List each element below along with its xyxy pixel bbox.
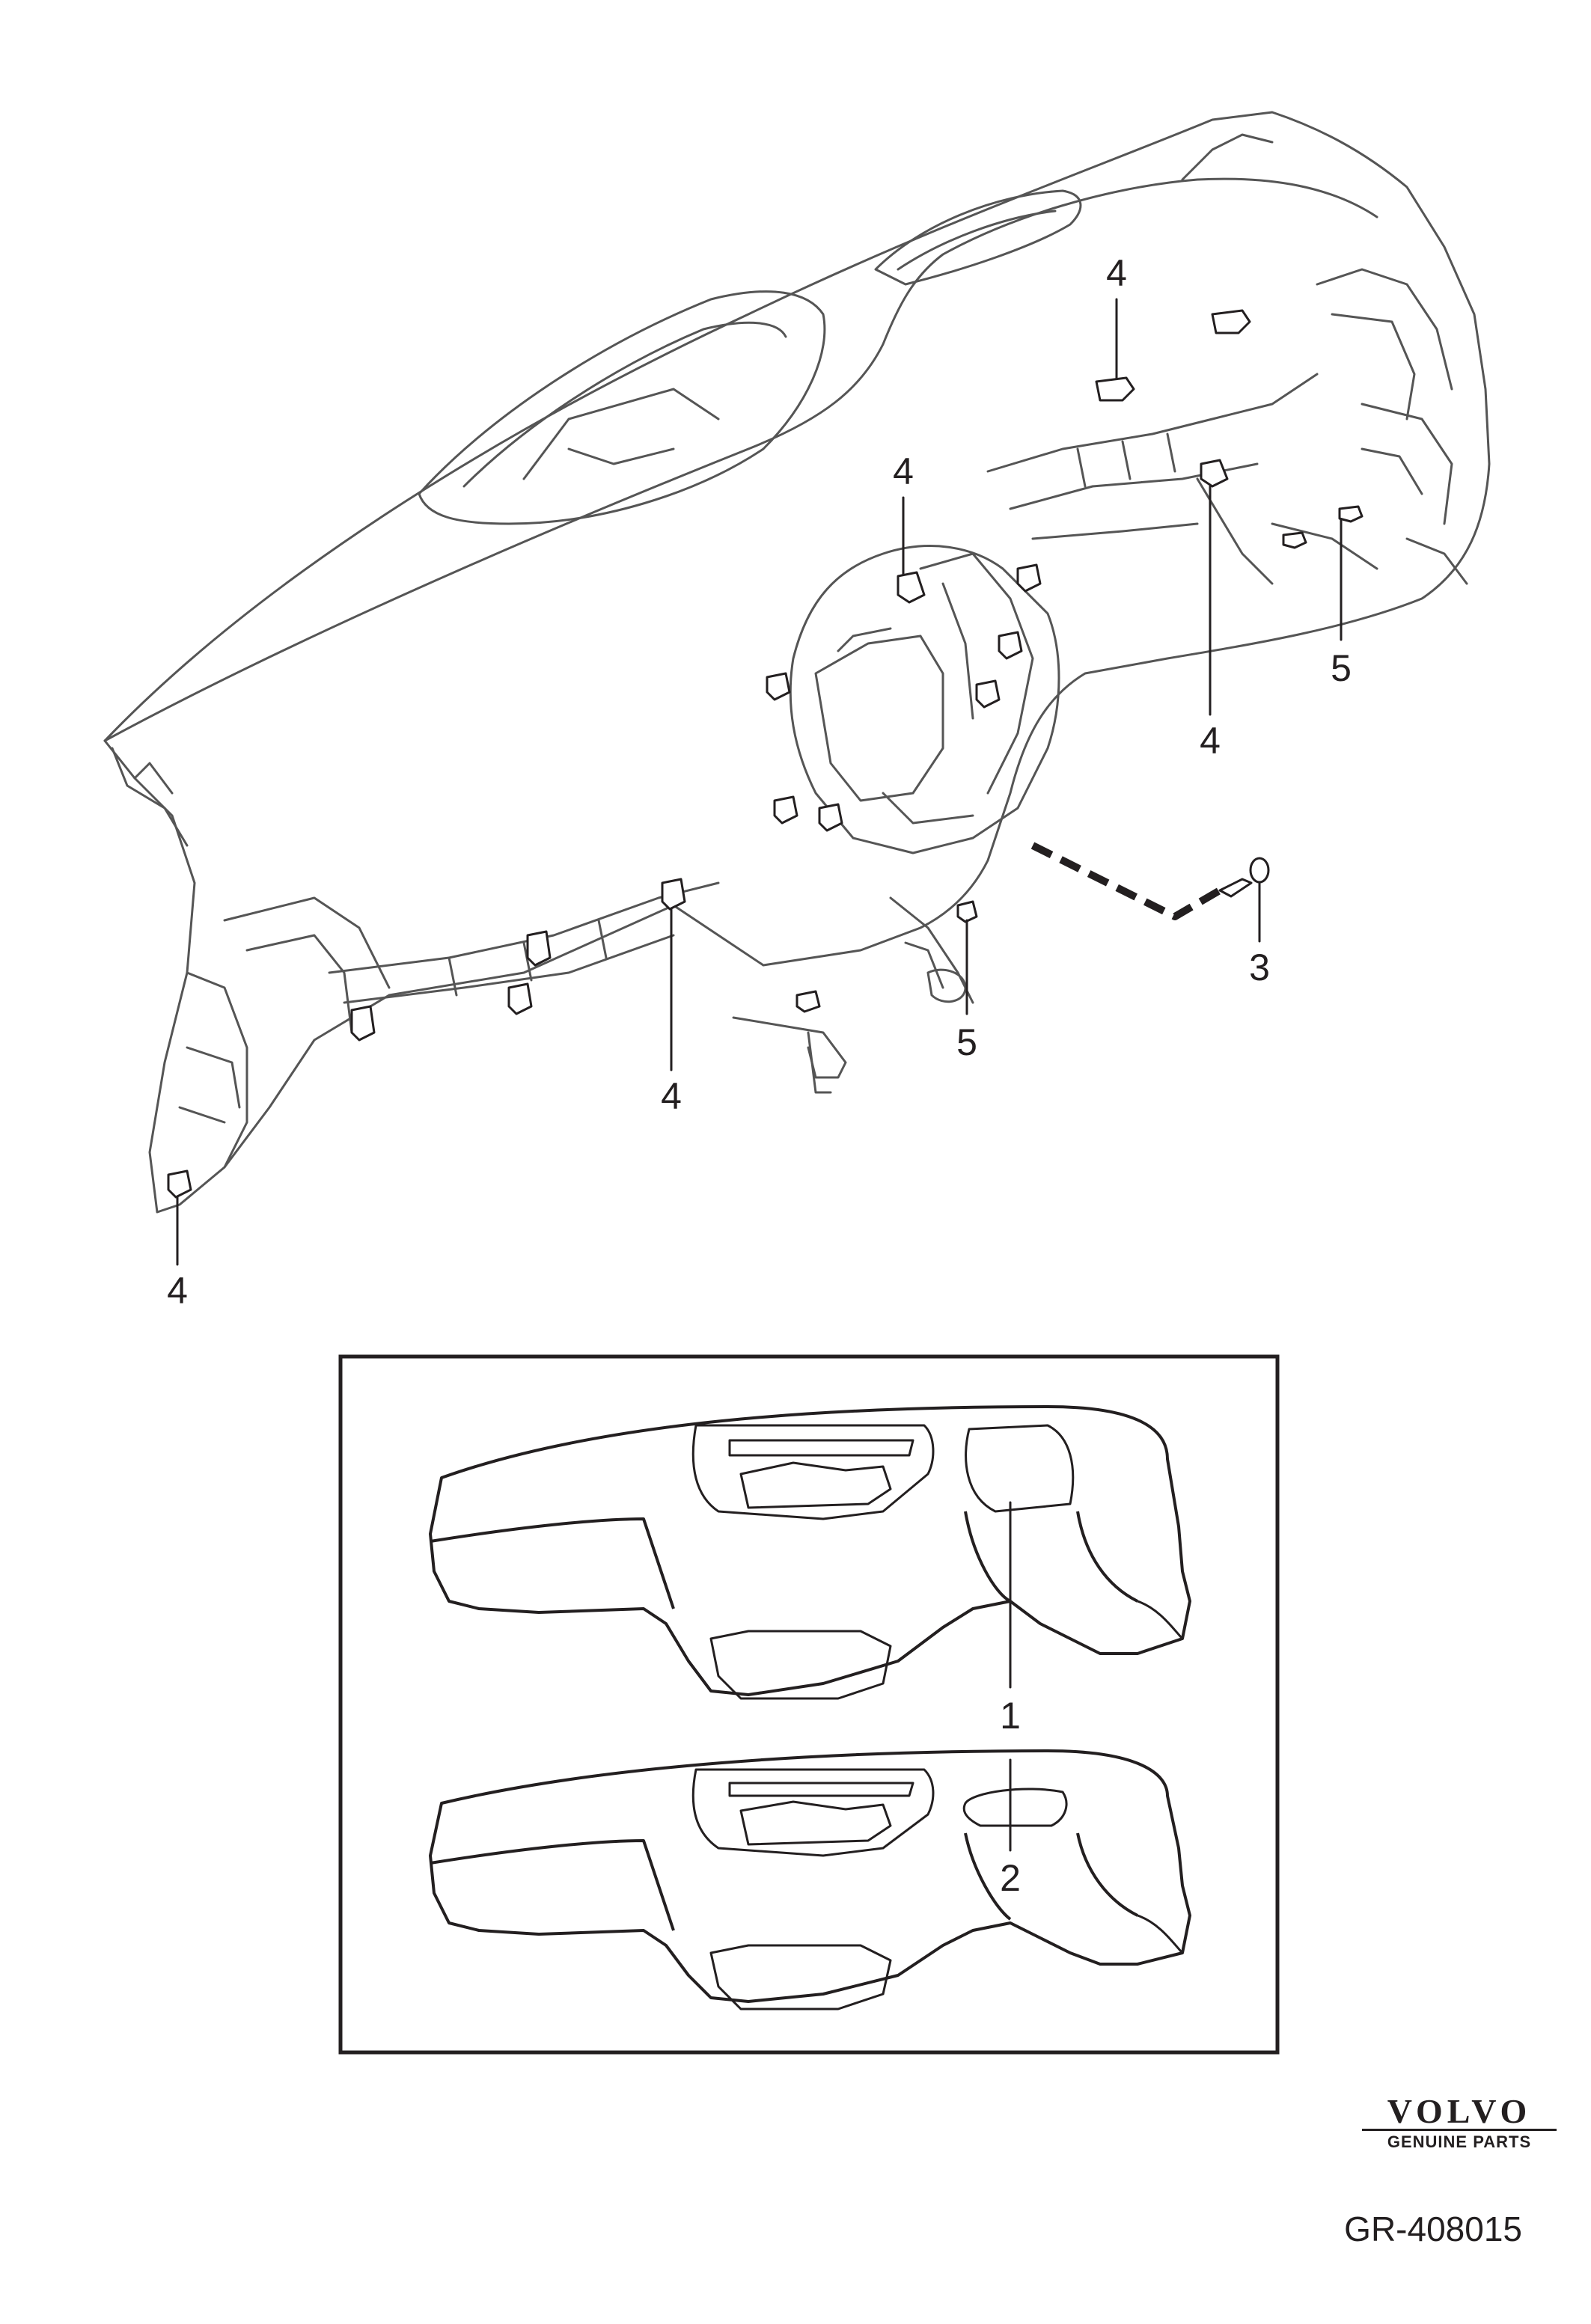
- inset-frame: [338, 1354, 1280, 2055]
- clip-icon: [796, 990, 821, 1013]
- dashed-leader: [1030, 842, 1222, 920]
- callout-part-4: 4: [167, 1270, 188, 1312]
- callout-part-1: 1: [1000, 1695, 1021, 1737]
- callout-part-5: 5: [956, 1021, 977, 1063]
- dashboard-assembly-2: [429, 1749, 1191, 2010]
- clip-icon: [818, 803, 843, 832]
- clip-icon: [897, 571, 926, 604]
- callout-part-4: 4: [893, 450, 914, 492]
- volvo-brand-mark: VOLVO GENUINE PARTS: [1387, 2091, 1532, 2152]
- clip-icon: [1211, 309, 1251, 334]
- screw-assembly: [1030, 842, 1270, 920]
- screw-icon: [1218, 857, 1270, 898]
- clip-group: [167, 309, 1364, 1199]
- clip-icon: [1338, 505, 1364, 523]
- brand-name: VOLVO: [1387, 2092, 1532, 2130]
- callout-part-5: 5: [1331, 647, 1352, 689]
- clip-icon: [1095, 376, 1135, 402]
- drawing-number: GR-408015: [1344, 2210, 1522, 2248]
- clip-icon: [1016, 563, 1042, 593]
- callout-part-3: 3: [1249, 947, 1270, 988]
- dashboard-assembly-1: [429, 1405, 1191, 1700]
- clip-icon: [350, 1005, 376, 1042]
- clip-icon: [661, 878, 686, 911]
- clip-icon: [1282, 531, 1307, 549]
- callout-part-4: 4: [661, 1075, 682, 1117]
- clip-icon: [975, 679, 1001, 709]
- clip-icon: [773, 795, 798, 825]
- leader-lines: [176, 298, 1343, 1852]
- clip-icon: [526, 930, 552, 967]
- clip-icon: [167, 1169, 192, 1199]
- clip-icon: [766, 672, 791, 701]
- brand-tagline: GENUINE PARTS: [1387, 2132, 1532, 2151]
- clip-icon: [1200, 459, 1229, 488]
- clip-icon: [507, 982, 533, 1015]
- callout-part-4: 4: [1200, 720, 1221, 762]
- volvo-logo: [1362, 2129, 1557, 2131]
- dashboard-carrier-illustration: [103, 111, 1491, 1214]
- callout-part-2: 2: [1000, 1857, 1021, 1899]
- clip-icon: [998, 631, 1023, 660]
- callout-part-4: 4: [1106, 252, 1127, 294]
- clip-icon: [956, 900, 978, 923]
